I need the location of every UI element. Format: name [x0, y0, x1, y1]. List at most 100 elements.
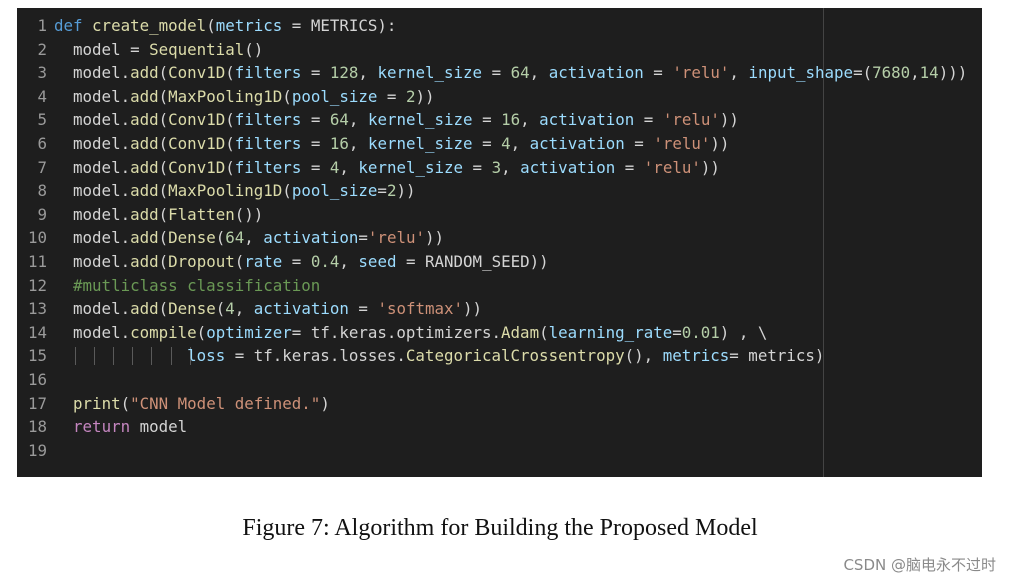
code-token: ( — [158, 157, 169, 177]
code-token: add — [130, 299, 159, 319]
code-token: model. — [54, 204, 131, 224]
code-token: = METRICS): — [282, 16, 397, 35]
code-token: model. — [54, 251, 131, 271]
code-token: kernel_size — [367, 133, 473, 153]
code-token: = — [301, 110, 330, 130]
code-token: kernel_size — [358, 157, 464, 177]
code-line: 13 model.add(Dense(4, activation = 'soft… — [17, 297, 982, 321]
code-text: model.compile(optimizer= tf.keras.optimi… — [54, 321, 767, 345]
line-number: 9 — [37, 204, 47, 224]
code-token: 'relu' — [672, 63, 730, 83]
code-token: ( — [196, 322, 207, 342]
code-token: add — [130, 204, 159, 224]
code-token: = — [301, 157, 330, 177]
code-token: CategoricalCrossentropy — [405, 346, 625, 366]
code-token: seed — [358, 251, 397, 271]
code-token: 4 — [225, 299, 235, 319]
code-token: , — [501, 157, 521, 177]
code-token: ( — [158, 299, 169, 319]
code-token: )) — [415, 86, 435, 106]
code-line: 10 model.add(Dense(64, activation='relu'… — [17, 226, 982, 250]
line-number: 18 — [27, 417, 47, 437]
code-token: , — [244, 228, 264, 248]
code-token: add — [130, 86, 159, 106]
code-line: 19 — [17, 439, 982, 463]
code-token: =( — [853, 63, 873, 83]
watermark: CSDN @脑电永不过时 — [843, 556, 996, 574]
code-token: #mutliclass classification — [54, 275, 321, 295]
code-token: , — [348, 133, 368, 153]
code-token: add — [130, 63, 159, 83]
code-token: ))) — [938, 63, 968, 83]
code-token: 'relu' — [643, 157, 701, 177]
code-token: , — [729, 63, 749, 83]
code-text: model.add(Conv1D(filters = 128, kernel_s… — [54, 61, 967, 85]
line-number: 1 — [37, 16, 47, 35]
code-token: loss — [187, 346, 226, 366]
code-line: 5 model.add(Conv1D(filters = 64, kernel_… — [17, 108, 982, 132]
code-line: 6 model.add(Conv1D(filters = 16, kernel_… — [17, 132, 982, 156]
code-token: ( — [225, 133, 235, 153]
code-token — [54, 417, 73, 436]
line-number: 16 — [27, 369, 47, 389]
code-token: = — [615, 157, 644, 177]
line-number: 17 — [27, 393, 47, 413]
code-token: , — [520, 110, 540, 130]
code-token: activation — [253, 299, 349, 319]
code-token — [54, 346, 187, 365]
code-text: model.add(Dense(4, activation = 'softmax… — [54, 297, 482, 321]
code-token: add — [130, 157, 159, 177]
code-token: add — [130, 133, 159, 153]
code-token: input_shape — [748, 63, 854, 83]
line-number: 3 — [37, 63, 47, 83]
code-line: 12 #mutliclass classification — [17, 274, 982, 298]
code-line: 15 loss = tf.keras.losses.CategoricalCro… — [17, 344, 982, 368]
code-token: 4 — [501, 133, 511, 153]
line-number: 12 — [27, 275, 47, 295]
code-text: model.add(Flatten()) — [54, 203, 263, 227]
line-number: 4 — [37, 86, 47, 106]
code-token: ( — [234, 251, 245, 271]
code-text: print("CNN Model defined.") — [54, 392, 330, 416]
code-token: ( — [225, 63, 235, 83]
code-line: 11 model.add(Dropout(rate = 0.4, seed = … — [17, 250, 982, 274]
code-token: )) — [700, 157, 720, 177]
code-token: )) — [425, 228, 445, 248]
code-text: model.add(Conv1D(filters = 16, kernel_si… — [54, 132, 729, 156]
code-token: add — [130, 181, 159, 201]
code-token: )) — [463, 299, 483, 319]
code-token: Flatten — [168, 204, 235, 224]
code-line: 9 model.add(Flatten()) — [17, 203, 982, 227]
code-token: model. — [54, 86, 131, 106]
code-token: def — [54, 16, 93, 35]
code-token: ( — [206, 16, 216, 35]
code-token: , — [910, 63, 920, 83]
code-token: model. — [54, 322, 131, 342]
code-text: model.add(MaxPooling1D(pool_size = 2)) — [54, 85, 435, 109]
code-token: add — [130, 251, 159, 271]
code-token: filters — [234, 110, 302, 130]
code-token: = — [672, 322, 682, 342]
figure-caption: Figure 7: Algorithm for Building the Pro… — [242, 515, 758, 541]
code-token: , — [358, 63, 378, 83]
code-token: metrics — [215, 16, 283, 35]
code-token: ( — [158, 110, 169, 130]
code-token: model. — [54, 133, 131, 153]
line-number: 2 — [37, 39, 47, 59]
code-token: pool_size — [291, 86, 378, 106]
code-token: 2 — [386, 181, 397, 201]
code-text: return model — [54, 415, 187, 439]
indent-guide — [75, 347, 76, 366]
code-text: #mutliclass classification — [54, 274, 320, 298]
code-token: add — [130, 110, 159, 130]
code-token: ( — [120, 393, 131, 413]
code-token: = — [377, 181, 387, 201]
code-token: ( — [539, 322, 549, 342]
code-token: model. — [54, 63, 131, 83]
code-token: = RANDOM_SEED)) — [396, 251, 549, 271]
code-token: 'relu' — [653, 133, 711, 153]
code-token: ( — [158, 86, 169, 106]
line-number: 7 — [37, 157, 47, 177]
code-token: , — [510, 133, 530, 153]
